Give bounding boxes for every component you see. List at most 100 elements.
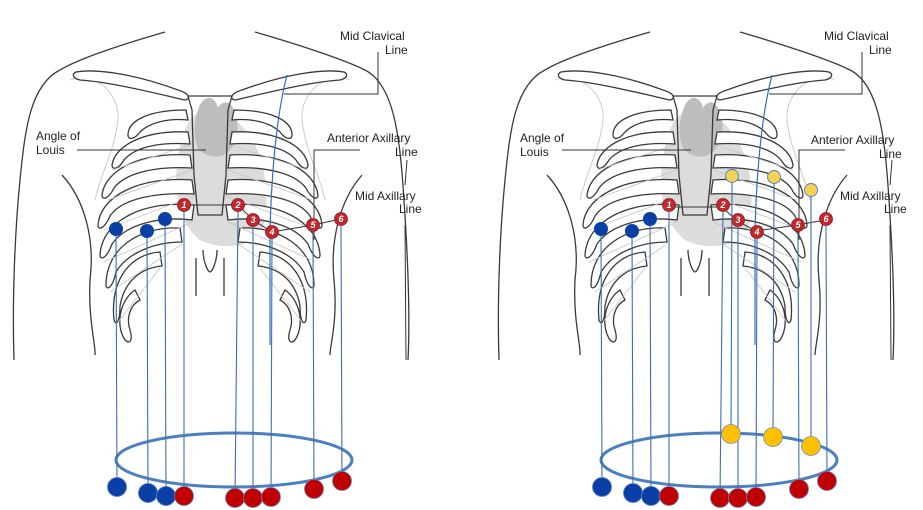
precordial-marker-v1: 1	[662, 198, 676, 212]
lead-wire	[730, 182, 733, 435]
extra-electrode-ring	[721, 424, 741, 444]
marker-number: 3	[735, 215, 740, 225]
panel-extended-lead: Mid Clavical Line Angle of Louis Anterio…	[497, 29, 907, 508]
mid-clavical-leader	[284, 52, 379, 95]
panel-standard-12-lead: Mid Clavical Line Angle of Louis Anterio…	[12, 29, 422, 508]
lead-wire	[312, 231, 315, 490]
lead-wire	[631, 230, 634, 494]
precordial-electrode-ring	[174, 486, 194, 506]
precordial-electrode-ring	[243, 488, 263, 508]
label-mid-axillary-1: Mid Axillary	[355, 189, 416, 203]
precordial-electrode-ring	[261, 487, 281, 507]
limb-electrode-ring	[138, 483, 158, 503]
precordial-marker-v5: 5	[306, 218, 320, 232]
label-mid-clavical-2: Line	[385, 43, 408, 57]
precordial-marker-v3: 3	[731, 213, 745, 227]
lead-wire	[270, 238, 273, 498]
anterior-axillary-leader	[798, 149, 845, 240]
marker-number: 6	[338, 214, 344, 224]
label-angle-of-louis-2: Louis	[36, 143, 65, 157]
label-mid-axillary-2: Line	[399, 202, 422, 216]
marker-number: 6	[823, 214, 829, 224]
marker-number: 2	[234, 200, 240, 210]
precordial-marker-v4: 4	[265, 225, 279, 239]
lead-wire	[719, 211, 724, 499]
precordial-electrode-ring	[728, 488, 748, 508]
limb-electrode-ring	[623, 483, 643, 503]
limb-electrode-ring	[592, 477, 612, 497]
limb-electrode-chest	[625, 224, 639, 238]
precordial-marker-v5: 5	[791, 218, 805, 232]
precordial-marker-v6: 6	[819, 212, 833, 226]
precordial-electrode-ring	[710, 488, 730, 508]
lead-wire	[115, 228, 118, 488]
label-anterior-axillary-2: Line	[879, 147, 902, 161]
precordial-marker-v4: 4	[750, 225, 764, 239]
mid-axillary-leader	[889, 159, 893, 361]
lead-wire	[797, 231, 800, 490]
lead-wire	[164, 218, 167, 497]
lead-wire	[600, 228, 603, 488]
extra-electrode-ring	[763, 427, 783, 447]
mid-clavical-leader	[769, 52, 863, 95]
marker-number: 2	[719, 200, 725, 210]
mid-clavicular-line	[754, 74, 773, 345]
lead-wire	[234, 211, 239, 499]
limb-electrode-chest	[109, 222, 123, 236]
marker-number: 5	[795, 220, 801, 230]
limb-electrode-ring	[156, 486, 176, 506]
marker-number: 4	[268, 227, 274, 237]
anterior-axillary-leader	[313, 149, 360, 240]
lead-wire	[340, 225, 343, 482]
precordial-electrode-ring	[304, 479, 324, 499]
torso-illustration	[12, 31, 410, 361]
lead-wire	[649, 218, 652, 497]
marker-number: 1	[181, 200, 186, 210]
mid-axillary-leader	[404, 159, 408, 361]
precordial-electrode-ring	[332, 471, 352, 491]
label-anterior-axillary-2: Line	[395, 145, 418, 159]
limb-electrode-ring	[641, 486, 661, 506]
limb-electrode-ring	[107, 477, 127, 497]
limb-electrode-chest	[594, 222, 608, 236]
limb-electrode-chest	[140, 224, 154, 238]
precordial-electrode-ring	[789, 479, 809, 499]
extra-electrode-ring	[801, 436, 821, 456]
mid-clavicular-line	[269, 74, 288, 345]
precordial-electrode-ring	[817, 471, 837, 491]
lead-wire	[772, 183, 775, 438]
label-angle-of-louis-1: Angle of	[36, 129, 81, 143]
limb-electrode-chest	[158, 212, 172, 226]
label-mid-clavical-1: Mid Clavical	[340, 29, 405, 43]
label-anterior-axillary-1: Anterior Axillary	[811, 133, 894, 147]
extra-electrode-chest	[725, 169, 739, 183]
precordial-marker-v2: 2	[231, 198, 245, 212]
marker-number: 1	[666, 200, 671, 210]
label-mid-axillary-1: Mid Axillary	[840, 189, 901, 203]
lead-wire	[146, 230, 149, 494]
label-mid-clavical-2: Line	[869, 43, 892, 57]
marker-number: 3	[250, 215, 255, 225]
label-angle-of-louis-1: Angle of	[520, 131, 565, 145]
marker-number: 4	[753, 227, 759, 237]
limb-electrode-chest	[643, 212, 657, 226]
label-mid-clavical-1: Mid Clavical	[824, 29, 889, 43]
precordial-electrode-ring	[659, 486, 679, 506]
label-anterior-axillary-1: Anterior Axillary	[327, 131, 410, 145]
precordial-electrode-ring	[225, 488, 245, 508]
precordial-marker-v2: 2	[716, 198, 730, 212]
electrode-ring	[599, 431, 839, 489]
label-mid-axillary-2: Line	[884, 202, 907, 216]
extra-electrode-chest	[804, 183, 818, 197]
torso-illustration	[497, 31, 895, 361]
precordial-electrode-ring	[746, 487, 766, 507]
electrode-ring	[114, 431, 354, 489]
precordial-marker-v6: 6	[334, 212, 348, 226]
extra-electrode-chest	[767, 170, 781, 184]
lead-wire	[825, 225, 828, 482]
precordial-marker-v1: 1	[177, 198, 191, 212]
marker-number: 5	[310, 220, 316, 230]
lead-wire	[755, 238, 758, 498]
precordial-marker-v3: 3	[246, 213, 260, 227]
